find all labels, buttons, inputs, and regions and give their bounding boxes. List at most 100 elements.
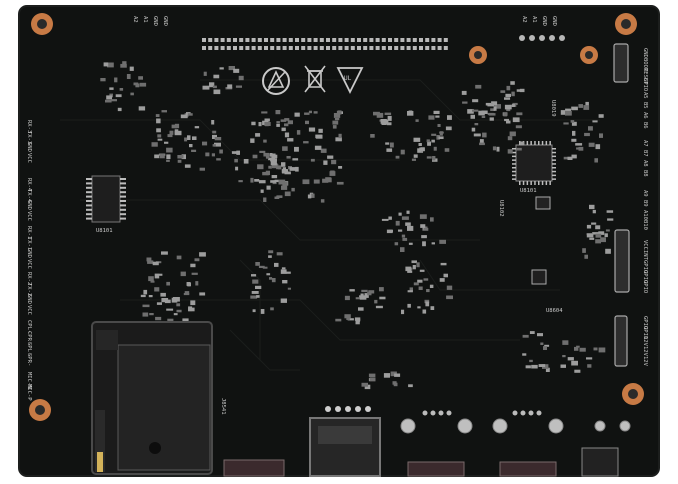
qfp-pin bbox=[552, 170, 556, 173]
right-header-4-label: B10 bbox=[642, 220, 648, 230]
smd-part bbox=[189, 144, 193, 148]
smd-part bbox=[423, 278, 429, 281]
soic-pin bbox=[120, 182, 126, 185]
top-right-label-4: GND bbox=[551, 16, 557, 26]
smd-part bbox=[426, 139, 430, 143]
soic-pin bbox=[120, 213, 126, 216]
smd-part bbox=[100, 78, 106, 82]
qfp-pin bbox=[512, 167, 516, 169]
header-pin bbox=[313, 46, 318, 50]
qfp-pin bbox=[512, 163, 516, 165]
header-pin bbox=[282, 46, 287, 50]
smd-part bbox=[605, 229, 610, 232]
smd-part bbox=[358, 307, 364, 311]
smd-part bbox=[574, 369, 581, 373]
smd-part bbox=[443, 273, 448, 278]
smd-part bbox=[252, 154, 258, 159]
left-header-5-label: CPL- bbox=[26, 320, 32, 333]
smd-part bbox=[431, 139, 435, 143]
top-right-small-labels: A2 A1 GND GND bbox=[521, 16, 557, 26]
left-header-3-label: VCC bbox=[26, 259, 32, 269]
smd-part bbox=[567, 156, 573, 160]
smd-part bbox=[406, 210, 410, 214]
smd-part bbox=[181, 154, 186, 160]
smd-part bbox=[522, 353, 527, 356]
smd-part bbox=[271, 164, 279, 169]
smd-part bbox=[284, 118, 290, 121]
smd-part bbox=[212, 85, 217, 89]
header-pin bbox=[319, 46, 324, 50]
smd-part bbox=[161, 251, 168, 255]
smd-part bbox=[212, 130, 217, 134]
smd-part bbox=[338, 166, 343, 169]
header-pin bbox=[245, 38, 250, 42]
smd-part bbox=[251, 295, 257, 298]
smd-part bbox=[429, 284, 434, 288]
smd-part bbox=[417, 279, 423, 283]
smd-part bbox=[269, 277, 273, 280]
smd-part bbox=[284, 171, 291, 175]
smd-part bbox=[485, 102, 492, 106]
connector-pads bbox=[400, 418, 631, 434]
smd-part bbox=[166, 154, 171, 160]
smd-part bbox=[105, 99, 112, 103]
qfp-pin bbox=[541, 141, 544, 145]
smd-part bbox=[313, 179, 320, 184]
smd-part bbox=[593, 347, 598, 351]
smd-part bbox=[427, 141, 431, 146]
smd-part bbox=[327, 155, 334, 159]
smd-part bbox=[171, 297, 178, 303]
smd-part bbox=[234, 158, 238, 163]
smd-part bbox=[433, 146, 437, 151]
smd-part bbox=[151, 142, 158, 147]
smd-part bbox=[438, 136, 444, 139]
soic-pin bbox=[86, 208, 92, 211]
right-header-6-label: 12V bbox=[642, 346, 648, 357]
smd-part bbox=[400, 247, 405, 252]
smd-part bbox=[140, 294, 146, 298]
smd-part bbox=[233, 68, 240, 73]
smd-part bbox=[143, 289, 148, 295]
smd-part bbox=[192, 136, 197, 140]
smd-part bbox=[507, 149, 513, 154]
left-header-2-label: GND bbox=[26, 200, 32, 210]
smd-part bbox=[390, 371, 397, 377]
qfp-pin bbox=[538, 181, 540, 185]
smd-part bbox=[213, 74, 220, 79]
smd-part bbox=[408, 384, 413, 388]
smd-part bbox=[605, 248, 611, 254]
smd-part bbox=[570, 120, 575, 123]
header-pin bbox=[437, 46, 442, 50]
top-label-1: A2 bbox=[132, 16, 138, 23]
smd-part bbox=[287, 120, 293, 125]
right-header-6-label: GPIO bbox=[642, 326, 648, 339]
smd-part bbox=[405, 222, 411, 226]
smd-part bbox=[336, 110, 342, 115]
header-pin bbox=[332, 46, 337, 50]
smd-part bbox=[595, 225, 601, 230]
smd-part bbox=[287, 287, 291, 290]
left-header-1-label: VCC bbox=[26, 153, 32, 163]
smd-part bbox=[304, 112, 310, 115]
smd-part bbox=[180, 271, 186, 277]
qfp-pin bbox=[530, 141, 532, 145]
header-pin bbox=[301, 46, 306, 50]
header-pin bbox=[264, 46, 268, 50]
smd-part bbox=[578, 104, 583, 108]
left-header-4-label: TX-2 bbox=[26, 283, 32, 296]
smd-part bbox=[259, 150, 266, 153]
header-pin bbox=[295, 46, 299, 50]
smd-part bbox=[284, 191, 291, 197]
right-header-5-label: INT bbox=[642, 250, 648, 261]
smd-part bbox=[238, 180, 243, 183]
smd-part bbox=[254, 179, 260, 182]
left-header-1-label: RX-3 bbox=[26, 120, 32, 133]
header-pin bbox=[270, 38, 275, 42]
smd-part bbox=[255, 285, 262, 289]
smd-part bbox=[560, 364, 566, 368]
header-pin bbox=[363, 38, 368, 42]
smd-part bbox=[394, 373, 401, 377]
smd-part bbox=[269, 153, 273, 157]
smd-part bbox=[473, 133, 481, 137]
smd-part bbox=[408, 110, 413, 115]
